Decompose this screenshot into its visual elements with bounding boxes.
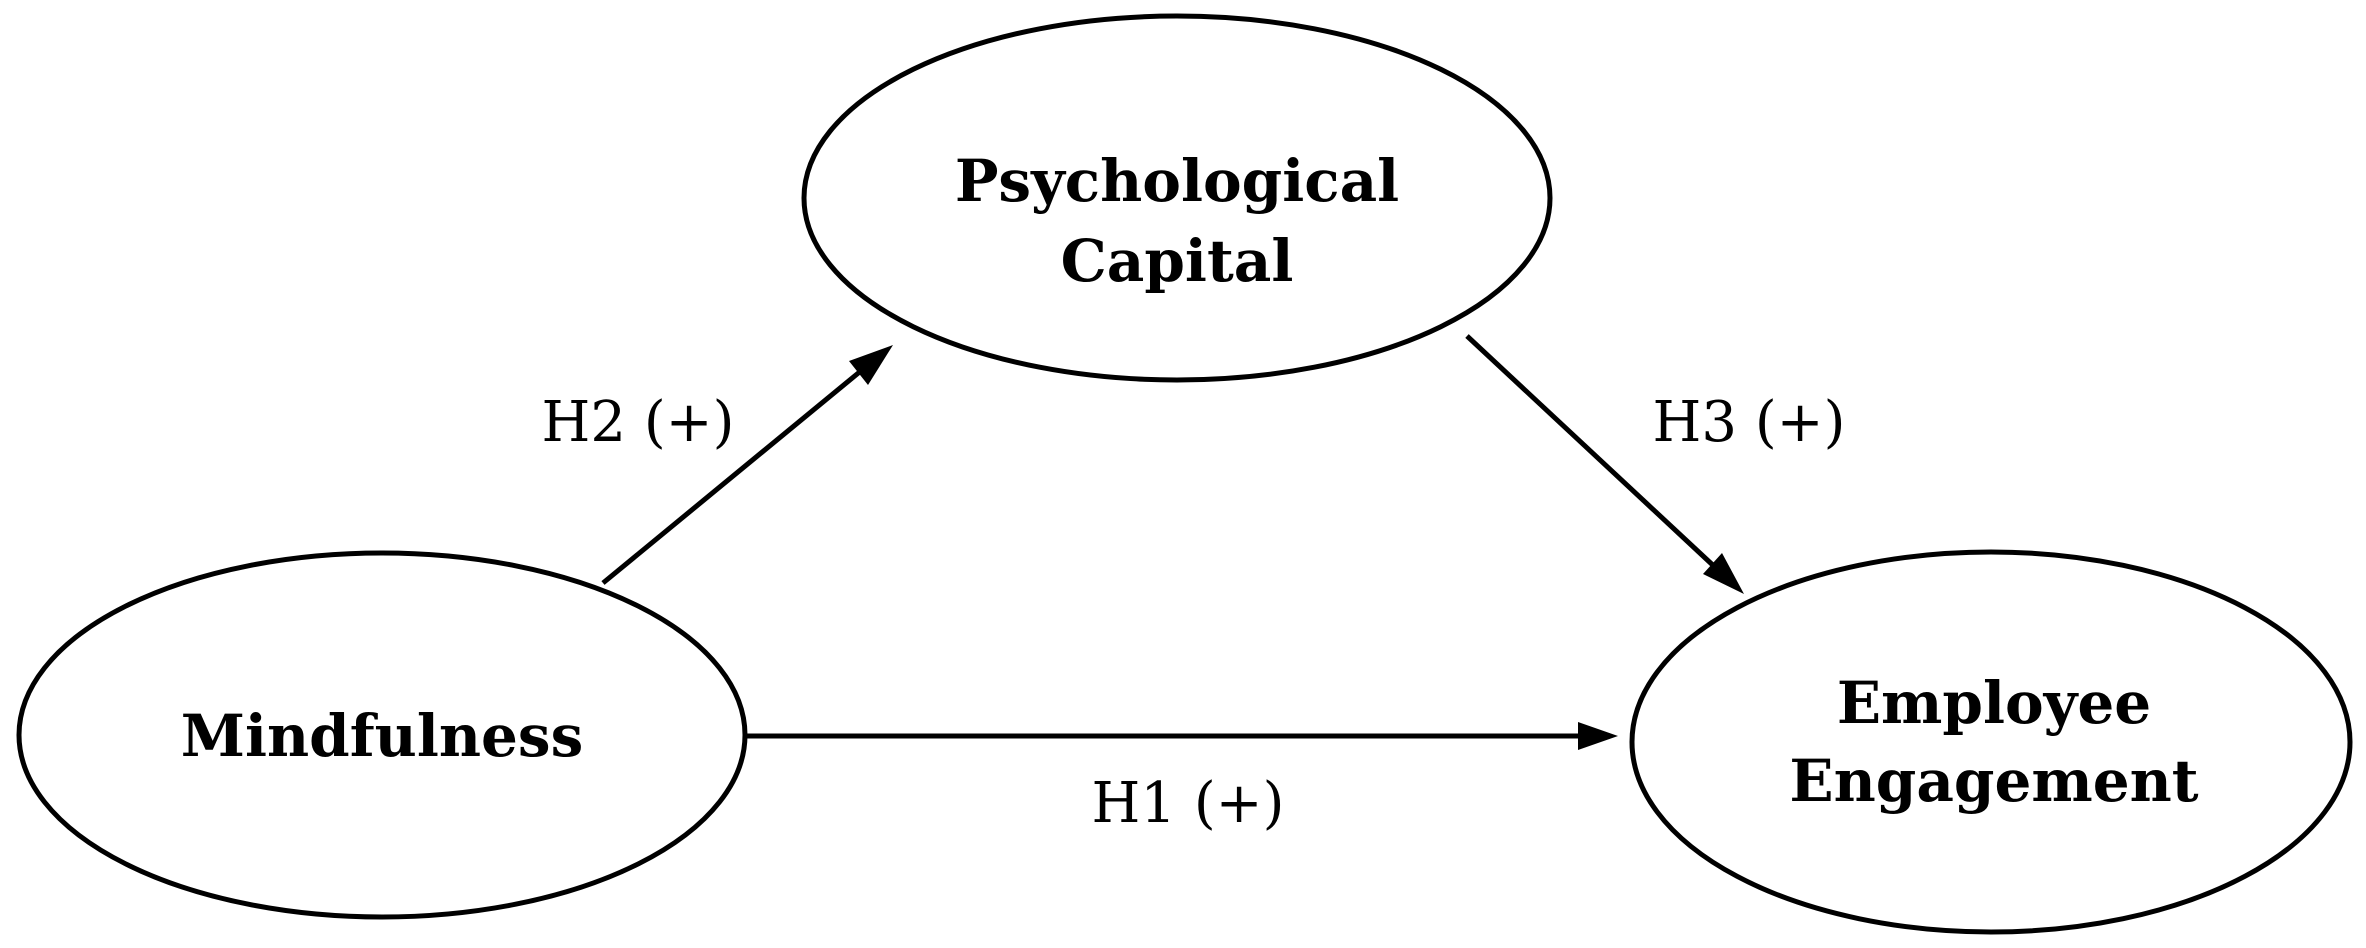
edge-mindfulness-to-engagement — [745, 722, 1618, 750]
arrowhead-h2 — [849, 345, 893, 385]
node-employee-engagement-line2: Engagement — [1789, 747, 2198, 815]
node-mindfulness-label: Mindfulness — [181, 702, 584, 770]
arrowhead-h1 — [1578, 722, 1618, 750]
edge-label-h3: H3 (+) — [1653, 390, 1846, 455]
edge-psycap-to-engagement — [1465, 334, 1744, 594]
node-psychological-capital-line1: Psychological — [955, 147, 1399, 215]
edge-label-h1: H1 (+) — [1092, 771, 1285, 836]
edge-mindfulness-to-psycap — [601, 345, 893, 585]
node-employee-engagement-line1: Employee — [1837, 669, 2151, 737]
edge-label-h2: H2 (+) — [542, 390, 735, 455]
node-psychological-capital: Psychological Capital — [801, 13, 1553, 383]
node-employee-engagement: Employee Engagement — [1629, 549, 2353, 935]
node-psychological-capital-line2: Capital — [1061, 227, 1294, 295]
node-mindfulness: Mindfulness — [16, 550, 748, 920]
arrowhead-h3 — [1703, 553, 1744, 594]
